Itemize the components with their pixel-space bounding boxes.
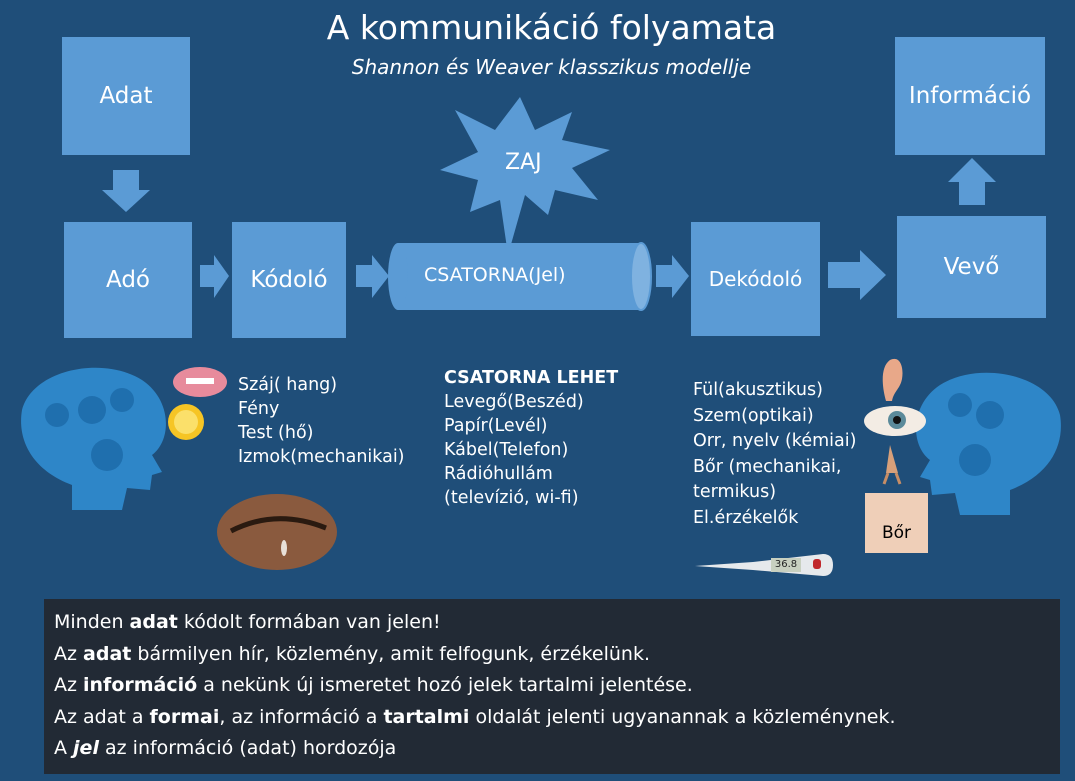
arrow-down-icon <box>102 170 150 212</box>
keyword: tartalmi <box>383 705 470 728</box>
sender-item: Száj( hang) <box>238 375 338 395</box>
sender-item: Izmok(mechanikai) <box>238 447 405 467</box>
arrow-right-icon <box>656 255 689 298</box>
text: kódolt formában van jelen! <box>177 611 441 633</box>
channel-item: Levegő(Beszéd) <box>444 392 584 412</box>
receiver-list: Fül(akusztikus) Szem(optikai) Orr, nyelv… <box>693 378 856 531</box>
channel-item: Papír(Levél) <box>444 416 548 436</box>
arrow-right-icon <box>356 255 389 298</box>
keyword: adat <box>129 611 178 633</box>
receiver-item: Szem(optikai) <box>693 405 814 426</box>
text: , az információ a <box>219 705 384 728</box>
text: Az adat a <box>54 705 150 728</box>
arrow-right-icon <box>828 250 886 300</box>
text: Az <box>54 674 84 696</box>
ear-icon <box>882 358 903 401</box>
channel-list: CSATORNA LEHET Levegő(Beszéd) Papír(Levé… <box>444 366 618 510</box>
definition-line: Az adat a formai, az információ a tartal… <box>54 702 1050 734</box>
sender-item: Test (hő) <box>238 423 314 443</box>
definition-line: A jel az információ (adat) hordozója <box>54 733 1050 765</box>
text: az információ (adat) hordozója <box>98 737 397 759</box>
skin-image: Bőr <box>865 493 928 553</box>
slide-title: A kommunikáció folyamata <box>326 8 777 47</box>
sun-icon <box>168 404 204 440</box>
box-adat: Adat <box>62 37 190 155</box>
text: Az <box>54 642 84 665</box>
text: A <box>54 737 74 759</box>
definition-line: Minden adat kódolt formában van jelen! <box>54 607 1050 639</box>
receiver-item: Bőr (mechanikai, <box>693 456 842 477</box>
box-kodolo: Kódoló <box>232 222 346 338</box>
csatorna-label: CSATORNA(Jel) <box>424 264 566 286</box>
nose-character-icon <box>882 445 902 485</box>
definitions-box: Minden adat kódolt formában van jelen! A… <box>44 599 1060 774</box>
thermometer-display: 36.8 <box>771 558 801 572</box>
box-dekodolo: Dekódoló <box>691 222 820 336</box>
receiver-item: Fül(akusztikus) <box>693 380 823 400</box>
receiver-item: termikus) <box>693 482 777 502</box>
noise-star-icon <box>440 97 610 255</box>
definition-line: Az információ a nekünk új ismeretet hozó… <box>54 670 1050 702</box>
text: Minden <box>54 611 130 633</box>
receiver-item: El.érzékelők <box>693 507 799 528</box>
definition-line: Az adat bármilyen hír, közlemény, amit f… <box>54 639 1050 671</box>
sender-item: Fény <box>238 399 280 419</box>
text: a nekünk új ismeretet hozó jelek tartalm… <box>197 674 693 696</box>
keyword: adat <box>83 642 132 665</box>
channel-item: (televízió, wi-fi) <box>444 488 579 508</box>
channel-item: Kábel(Telefon) <box>444 440 569 460</box>
channel-list-heading: CSATORNA LEHET <box>444 368 619 388</box>
box-vevo: Vevő <box>897 216 1046 318</box>
mouth-icon <box>173 367 227 397</box>
zaj-label: ZAJ <box>505 150 542 175</box>
brain-head-icon <box>21 367 166 510</box>
text: oldalát jelenti ugyanannak a közleményne… <box>469 705 896 728</box>
sender-list: Száj( hang) Fény Test (hő) Izmok(mechani… <box>238 373 405 469</box>
teary-eye-image <box>217 494 337 570</box>
keyword: formai <box>149 705 220 728</box>
keyword: információ <box>83 674 198 696</box>
eye-icon <box>864 406 926 436</box>
channel-cylinder-icon <box>388 242 652 311</box>
arrow-up-icon <box>948 158 996 205</box>
box-informacio: Információ <box>895 37 1045 155</box>
text: bármilyen hír, közlemény, amit felfogunk… <box>131 642 651 665</box>
keyword: jel <box>73 737 99 759</box>
channel-item: Rádióhullám <box>444 464 553 484</box>
arrows-layer <box>102 97 996 311</box>
arrow-right-icon <box>200 255 229 298</box>
slide-subtitle: Shannon és Weaver klasszikus modellje <box>351 55 752 79</box>
brain-head-icon <box>916 372 1061 515</box>
thermometer-image: 36.8 <box>693 552 835 578</box>
receiver-item: Orr, nyelv (kémiai) <box>693 431 857 451</box>
box-ado: Adó <box>64 222 192 338</box>
